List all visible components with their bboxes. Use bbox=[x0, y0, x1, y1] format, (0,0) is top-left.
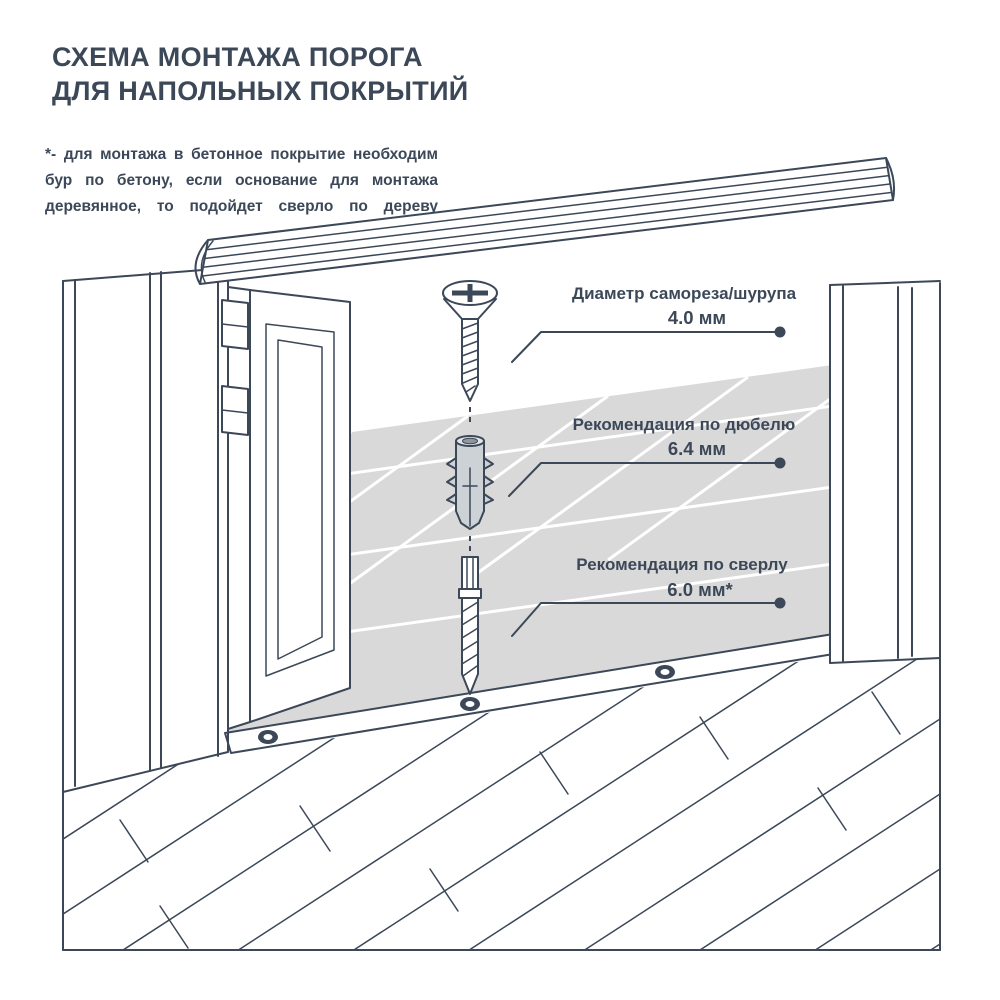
callout-line bbox=[511, 331, 777, 363]
threshold-profile bbox=[194, 157, 896, 285]
callout-line bbox=[508, 462, 777, 497]
callout-value: 6.0 мм* bbox=[667, 579, 733, 600]
callout-label: Рекомендация по сверлу bbox=[576, 555, 788, 574]
callout-label: Рекомендация по дюбелю bbox=[573, 415, 796, 434]
door-hinges bbox=[221, 299, 249, 436]
page-title-line-2: ДЛЯ НАПОЛЬНЫХ ПОКРЫТИЙ bbox=[52, 76, 469, 106]
callout-drill: Рекомендация по сверлу 6.0 мм* bbox=[511, 555, 788, 637]
callout-value: 4.0 мм bbox=[668, 307, 726, 328]
door-leaf bbox=[221, 286, 351, 730]
callout-dot bbox=[774, 457, 786, 469]
drill-bit-icon bbox=[458, 556, 482, 695]
callout-dowel: Рекомендация по дюбелю 6.4 мм bbox=[508, 415, 796, 497]
footnote: *- для монтажа в бетонное покрытие необх… bbox=[45, 142, 438, 220]
page-title: СХЕМА МОНТАЖА ПОРОГА ДЛЯ НАПОЛЬНЫХ ПОКРЫ… bbox=[52, 40, 469, 108]
footnote-line-1: *- для монтажа в бетонное покрытие необх… bbox=[45, 146, 438, 163]
callout-label: Диаметр самореза/шурупа bbox=[572, 284, 797, 303]
wood-planks bbox=[63, 651, 940, 950]
callout-line bbox=[511, 602, 777, 637]
screw-icon bbox=[442, 280, 498, 402]
right-door-frame bbox=[829, 280, 941, 664]
footnote-line-2: бур по бетону, если основание для монтаж… bbox=[45, 172, 438, 189]
callout-value: 6.4 мм bbox=[668, 438, 726, 459]
footnote-line-3: деревянное, то подойдет сверло по дереву bbox=[45, 198, 438, 215]
scene-border bbox=[62, 280, 941, 951]
page-title-line-1: СХЕМА МОНТАЖА ПОРОГА bbox=[52, 42, 423, 72]
callout-screw: Диаметр самореза/шурупа 4.0 мм bbox=[511, 284, 797, 363]
callout-dot bbox=[774, 326, 786, 338]
dowel-icon bbox=[446, 435, 494, 530]
callout-dot bbox=[774, 597, 786, 609]
left-door-frame bbox=[62, 267, 229, 793]
